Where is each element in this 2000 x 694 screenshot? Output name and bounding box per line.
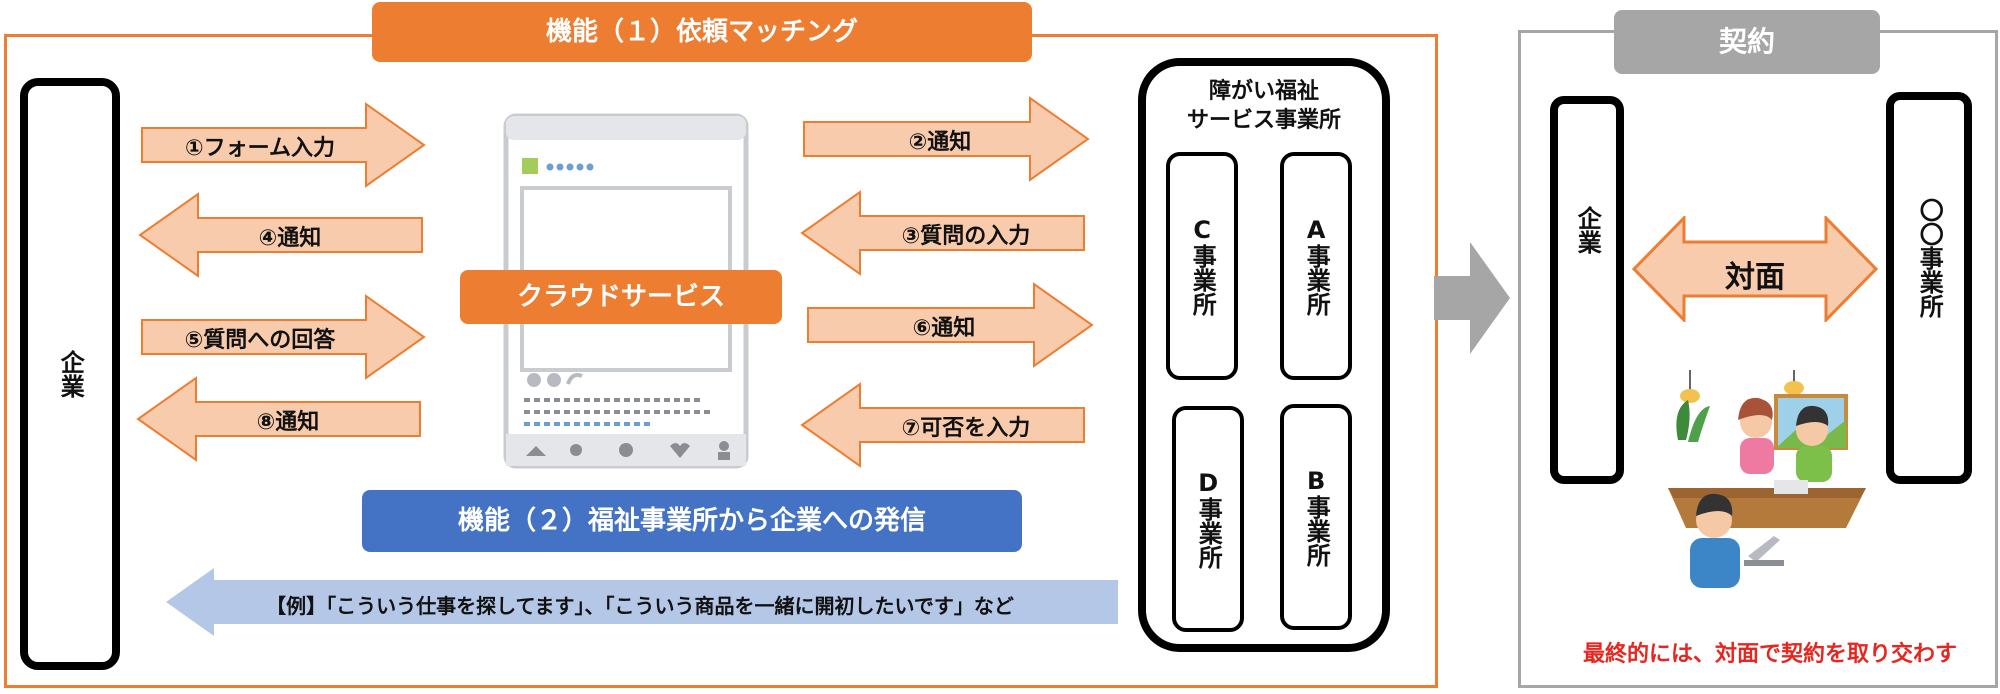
arrow-question-input-label: ③質問の入力 <box>901 224 1031 249</box>
arrow-form-input <box>141 102 426 188</box>
arrow-question-input <box>800 190 1085 276</box>
arrow-approval-input <box>800 382 1085 468</box>
arrow-notify-2-label: ②通知 <box>908 130 972 155</box>
office-a-label: A事業所 <box>1302 216 1331 316</box>
arrow-notify-4 <box>138 192 423 278</box>
office-d-label: D事業所 <box>1194 469 1223 569</box>
contract-office-label: 〇〇事業所 <box>1915 198 1944 318</box>
office-c-label: C事業所 <box>1188 216 1217 316</box>
arrow-approval-input-label: ⑦可否を入力 <box>901 416 1031 441</box>
arrow-face-to-face <box>1632 216 1878 322</box>
arrow-form-input-label: ①フォーム入力 <box>185 136 335 161</box>
welfare-title: 障がい福祉 サービス事業所 <box>1150 78 1378 135</box>
meeting-illustration <box>1668 370 1866 588</box>
welfare-title-line1: 障がい福祉 <box>1208 79 1319 104</box>
function2-title: 機能（２）福祉事業所から企業への発信 <box>362 490 1022 552</box>
arrow-notify-4-label: ④通知 <box>258 226 322 251</box>
contract-company-label: 企業 <box>1573 206 1602 254</box>
contract-title: 契約 <box>1614 10 1880 74</box>
office-c: C事業所 <box>1166 152 1238 380</box>
office-d: D事業所 <box>1172 406 1244 632</box>
contract-office-box: 〇〇事業所 <box>1886 92 1972 484</box>
company-box: 企業 <box>20 78 120 670</box>
arrow-answer-label: ⑤質問への回答 <box>184 328 336 353</box>
office-a: A事業所 <box>1280 152 1352 380</box>
arrow-notify-2 <box>803 96 1090 182</box>
face-to-face-label: 対面 <box>1725 260 1785 295</box>
arrow-to-contract <box>1434 242 1510 354</box>
arrow-broadcast <box>166 568 1118 636</box>
arrow-notify-6-label: ⑥通知 <box>912 316 976 341</box>
company-label: 企業 <box>56 350 85 398</box>
cloud-service-label: クラウドサービス <box>460 270 782 324</box>
arrow-answer <box>141 294 426 380</box>
broadcast-example-text: 【例】「こういう仕事を探してます」、「こういう商品を一緒に開初したいです」など <box>266 594 1014 618</box>
function1-title: 機能（１）依頼マッチング <box>372 2 1032 62</box>
office-b: B事業所 <box>1280 404 1352 630</box>
contract-company-box: 企業 <box>1550 96 1624 484</box>
arrow-notify-8-label: ⑧通知 <box>256 410 320 435</box>
welfare-title-line2: サービス事業所 <box>1186 107 1341 133</box>
arrow-notify-6 <box>807 282 1094 368</box>
contract-note: 最終的には、対面で契約を取り交わす <box>1582 642 1957 667</box>
office-b-label: B事業所 <box>1302 467 1331 567</box>
arrow-notify-8 <box>136 376 421 462</box>
